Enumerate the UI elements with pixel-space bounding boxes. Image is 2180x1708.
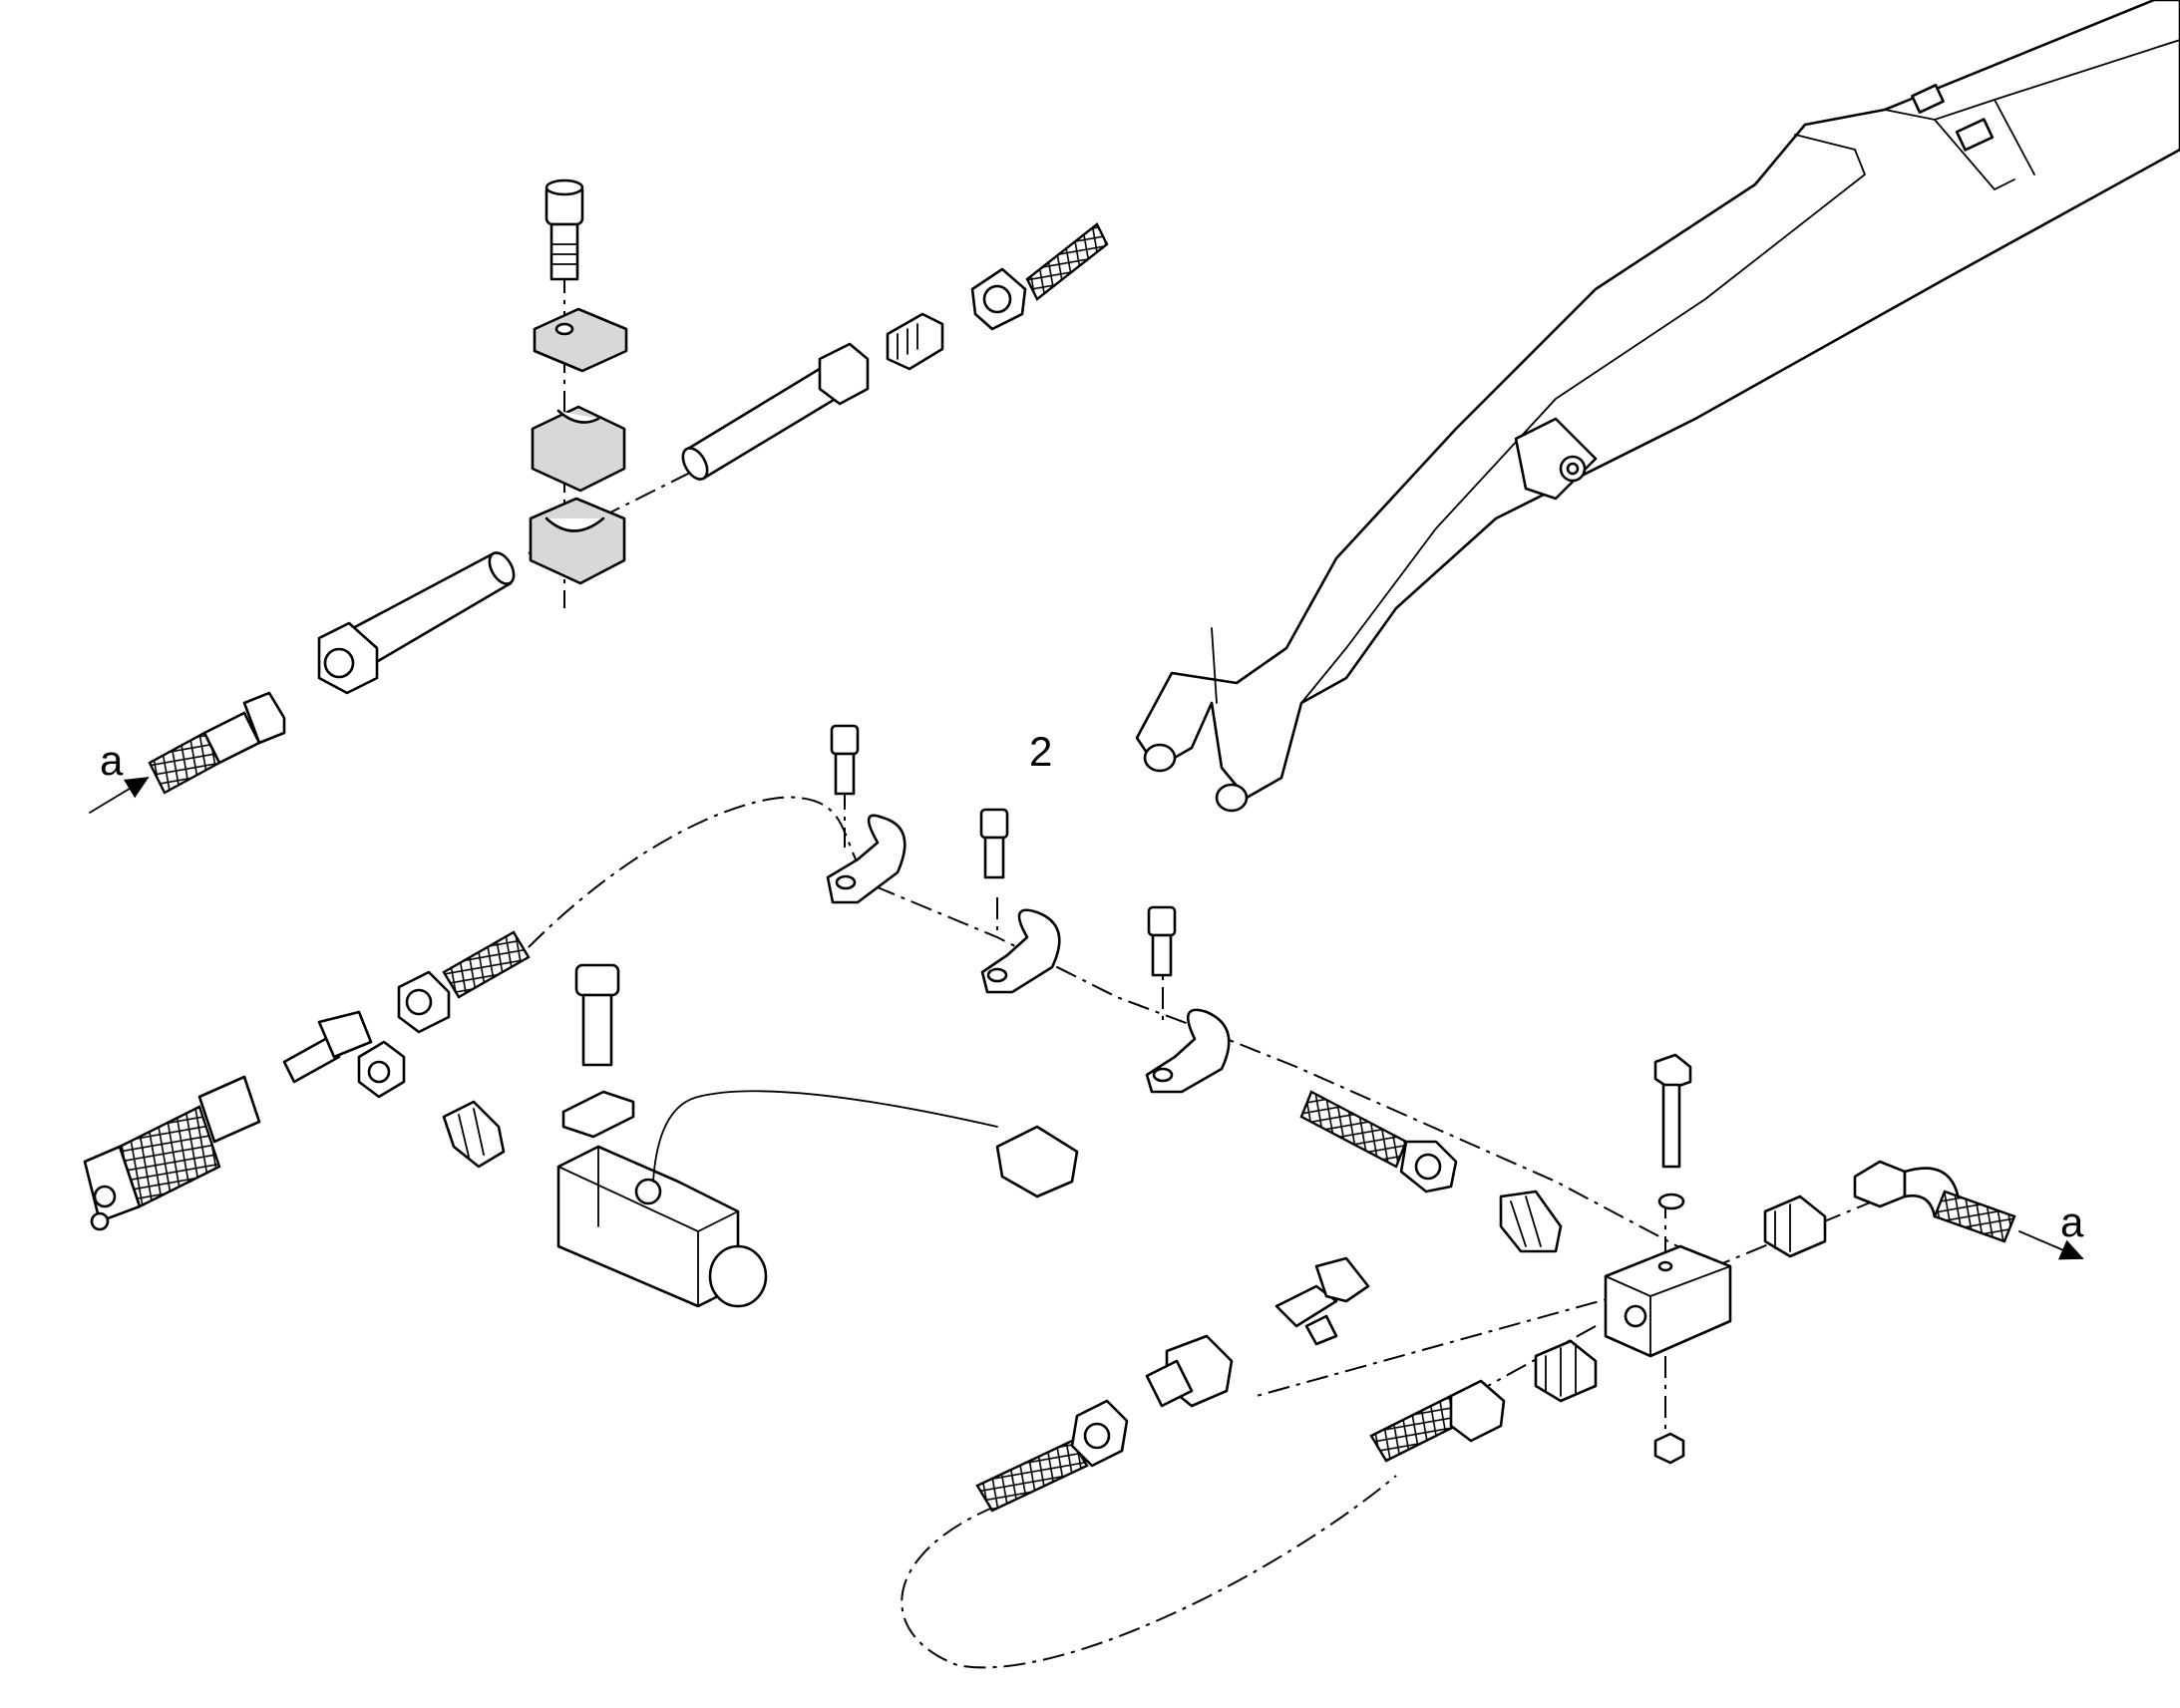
outlet-arrow [2018,1230,2084,1260]
tee-fitting-lower [1274,1256,1370,1346]
distribution-block [1604,1244,1732,1358]
socket-head-bolt [545,178,584,281]
upper-clamp-assembly [529,178,628,585]
upper-nipple [886,312,944,371]
boom-arm [1135,0,2180,813]
inlet-arrow [89,777,150,814]
block-nipple-left [1499,1190,1563,1253]
block-nut [1653,1432,1685,1465]
p-clamp-2 [979,808,1061,994]
clamp-cover-plate [533,307,628,373]
tee-fitting [282,1010,406,1099]
quick-coupler [83,1075,261,1231]
hose-to-tee [397,930,531,1034]
clamp-half-lower [529,497,626,585]
clamp-half-upper [531,405,626,493]
callout-number-2: 2 [1029,728,1053,775]
p-clamp-3 [1145,905,1231,1094]
hose-lower-left [975,1399,1129,1513]
inlet-hose-fitting [148,691,286,795]
small-nipple [442,1100,506,1169]
hose-lower-block [1369,1339,1598,1463]
p-clamp-1 [826,724,907,904]
solenoid-valve [556,963,1079,1308]
outlet-elbow-hose [1853,1160,2016,1243]
upper-hose-end [970,222,1109,331]
block-bolt [1653,1053,1692,1210]
inlet-arrow-label: a [100,737,124,784]
swivel-adapter [1145,1334,1234,1408]
hose-to-block [1299,1090,1458,1194]
upper-tube-right [681,342,870,481]
block-nipple-right [1763,1195,1827,1258]
upper-tube-left [317,551,516,695]
outlet-arrow-label: a [2060,1198,2084,1245]
